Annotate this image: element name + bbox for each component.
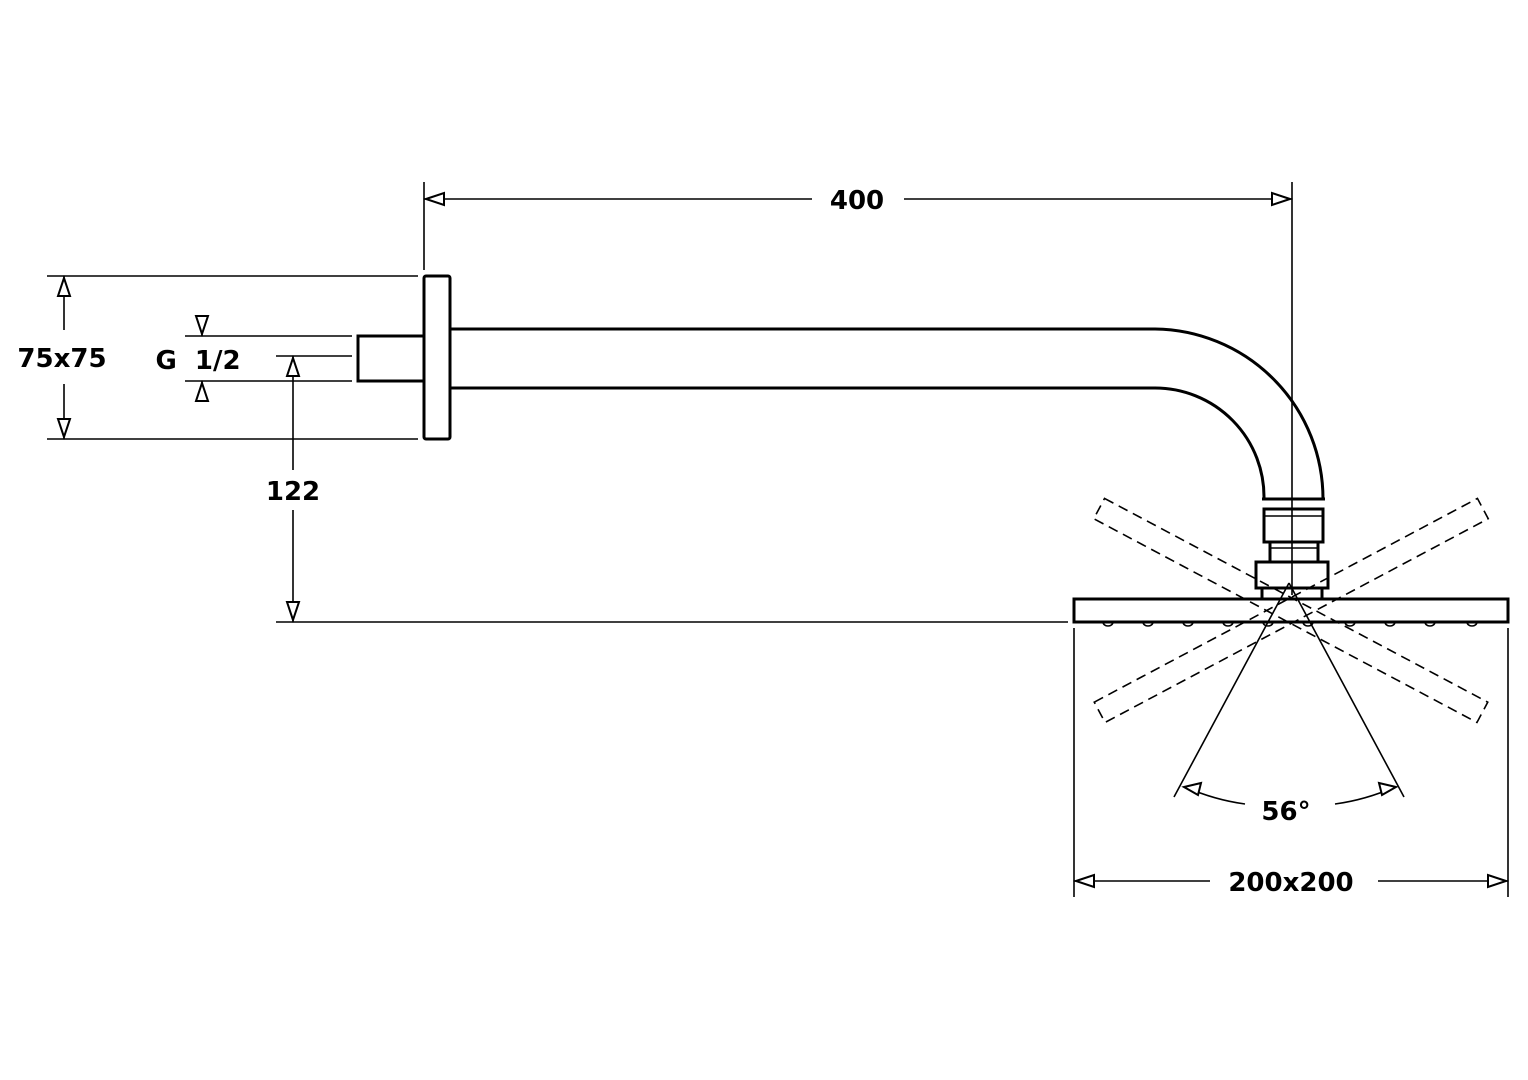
shower-arm-bottom-edge — [450, 386, 1266, 500]
nozzle — [1424, 621, 1436, 627]
arrow-400-right — [1271, 191, 1294, 207]
nozzle — [1344, 621, 1356, 627]
dim-75x75-label: 75x75 — [17, 344, 106, 374]
wall-flange — [422, 274, 452, 441]
nozzle — [1222, 621, 1234, 627]
shower-nozzles — [1102, 621, 1478, 627]
dim-122-label: 122 — [266, 477, 320, 507]
angle-ray-left — [1173, 582, 1290, 798]
arrow-122-top — [285, 354, 301, 377]
arrow-400-left — [422, 191, 445, 207]
nozzle — [1302, 621, 1314, 627]
arrow-75-bottom — [56, 418, 72, 441]
nozzle — [1102, 621, 1114, 627]
arrow-thread-top — [194, 315, 210, 338]
dim-400-label: 400 — [830, 186, 884, 216]
swivel-nut — [1262, 507, 1325, 544]
tilt-position-left — [1092, 497, 1489, 724]
swivel-neck — [1268, 540, 1320, 564]
nozzle — [1384, 621, 1396, 627]
dim-angle-label: 56° — [1261, 797, 1310, 827]
nozzle — [1262, 621, 1274, 627]
arrow-angle-left — [1181, 781, 1203, 797]
angle-ray-right — [1288, 582, 1405, 798]
arrow-200-left — [1072, 873, 1095, 889]
arrow-200-right — [1487, 873, 1510, 889]
arrow-122-bottom — [285, 601, 301, 624]
shower-arm-top-edge — [450, 327, 1325, 500]
thread-connector — [356, 334, 424, 383]
tilt-position-right — [1093, 497, 1490, 724]
arrow-angle-right — [1377, 781, 1399, 797]
arrow-75-top — [56, 274, 72, 297]
nozzle — [1142, 621, 1154, 627]
nozzle — [1466, 621, 1478, 627]
arrow-thread-bottom — [194, 379, 210, 402]
dim-thread-label: G 1/2 — [155, 346, 240, 376]
dim-200x200-label: 200x200 — [1228, 868, 1353, 898]
shower-head-plate — [1072, 597, 1510, 624]
nozzle — [1182, 621, 1194, 627]
